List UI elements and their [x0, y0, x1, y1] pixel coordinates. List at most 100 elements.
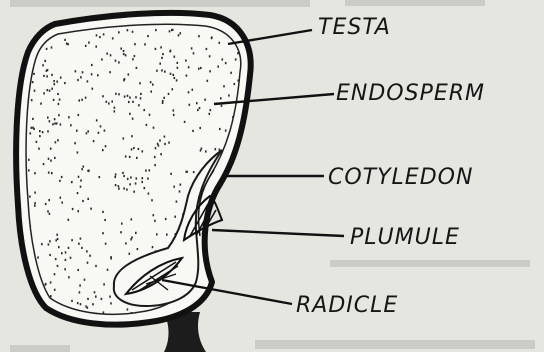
stipple-dot — [149, 114, 151, 116]
stipple-dot — [220, 97, 222, 99]
stipple-dot — [162, 100, 164, 102]
stipple-dot — [135, 232, 137, 234]
stipple-dot — [208, 245, 210, 247]
stipple-dot — [44, 60, 46, 62]
stipple-dot — [61, 176, 63, 178]
stipple-dot — [219, 128, 221, 130]
stipple-dot — [92, 88, 94, 90]
stipple-dot — [241, 152, 243, 154]
stipple-dot — [77, 192, 79, 194]
stipple-dot — [152, 246, 154, 248]
stipple-dot — [209, 55, 211, 57]
stipple-dot — [235, 205, 237, 207]
stipple-dot — [236, 260, 238, 262]
stipple-dot — [180, 32, 182, 34]
stipple-dot — [179, 190, 181, 192]
stipple-dot — [105, 145, 107, 147]
stipple-dot — [199, 127, 201, 129]
stipple-dot — [37, 256, 39, 258]
stipple-dot — [93, 140, 95, 142]
stipple-dot — [42, 64, 44, 66]
stipple-dot — [138, 104, 140, 106]
stipple-dot — [54, 118, 56, 120]
stipple-dot — [147, 35, 149, 37]
stipple-dot — [80, 76, 82, 78]
stipple-dot — [132, 101, 134, 103]
stipple-dot — [61, 202, 63, 204]
stipple-dot — [31, 35, 33, 37]
stipple-dot — [107, 269, 109, 271]
stipple-dot — [110, 302, 112, 304]
stipple-dot — [129, 156, 131, 158]
stipple-dot — [135, 96, 137, 98]
stipple-dot — [57, 265, 59, 267]
stipple-dot — [47, 89, 49, 91]
stipple-dot — [114, 110, 116, 112]
stipple-dot — [227, 278, 229, 280]
stipple-dot — [42, 131, 44, 133]
stipple-dot — [92, 303, 94, 305]
stipple-dot — [48, 172, 50, 174]
stipple-dot — [239, 162, 241, 164]
stipple-dot — [221, 105, 223, 107]
stipple-dot — [209, 70, 211, 72]
stipple-dot — [237, 189, 239, 191]
stipple-dot — [43, 92, 45, 94]
stipple-dot — [123, 53, 125, 55]
stipple-dot — [159, 63, 161, 65]
stipple-dot — [32, 118, 34, 120]
stipple-dot — [154, 220, 156, 222]
stipple-dot — [59, 180, 61, 182]
stipple-dot — [210, 109, 212, 111]
stipple-dot — [77, 210, 79, 212]
stipple-dot — [188, 66, 190, 68]
stipple-dot — [68, 276, 70, 278]
stipple-dot — [77, 79, 79, 81]
stipple-dot — [160, 46, 162, 48]
stipple-dot — [130, 176, 132, 178]
stipple-dot — [101, 58, 103, 60]
stipple-dot — [173, 114, 175, 116]
stipple-dot — [50, 148, 52, 150]
stipple-dot — [51, 46, 53, 48]
stipple-dot — [102, 232, 104, 234]
stipple-dot — [30, 132, 32, 134]
stipple-dot — [106, 53, 108, 55]
stipple-dot — [29, 196, 31, 198]
stipple-dot — [220, 223, 222, 225]
stipple-dot — [118, 188, 120, 190]
stipple-dot — [127, 178, 129, 180]
stipple-dot — [78, 99, 80, 101]
stipple-dot — [156, 233, 158, 235]
stipple-dot — [233, 283, 235, 285]
stipple-dot — [103, 283, 105, 285]
stipple-dot — [78, 176, 80, 178]
stipple-dot — [146, 124, 148, 126]
plumule-leader-line — [212, 230, 344, 236]
stipple-dot — [153, 127, 155, 129]
stipple-dot — [65, 259, 67, 261]
stipple-dot — [219, 303, 221, 305]
stipple-dot — [71, 181, 73, 183]
stipple-dot — [161, 69, 163, 71]
label-cotyledon: COTYLEDON — [328, 165, 473, 190]
stipple-dot — [54, 273, 56, 275]
stipple-dot — [64, 268, 66, 270]
stipple-dot — [55, 141, 57, 143]
stipple-dot — [131, 135, 133, 137]
stipple-dot — [184, 121, 186, 123]
stipple-dot — [77, 151, 79, 153]
stipple-dot — [50, 281, 52, 283]
stipple-dot — [120, 48, 122, 50]
stipple-dot — [106, 101, 108, 103]
stipple-dot — [142, 150, 144, 152]
stipple-dot — [159, 139, 161, 141]
stipple-dot — [80, 179, 82, 181]
stipple-dot — [35, 300, 37, 302]
stipple-dot — [41, 243, 43, 245]
stipple-dot — [154, 156, 156, 158]
stipple-dot — [68, 116, 70, 118]
stipple-dot — [85, 45, 87, 47]
stipple-dot — [71, 300, 73, 302]
